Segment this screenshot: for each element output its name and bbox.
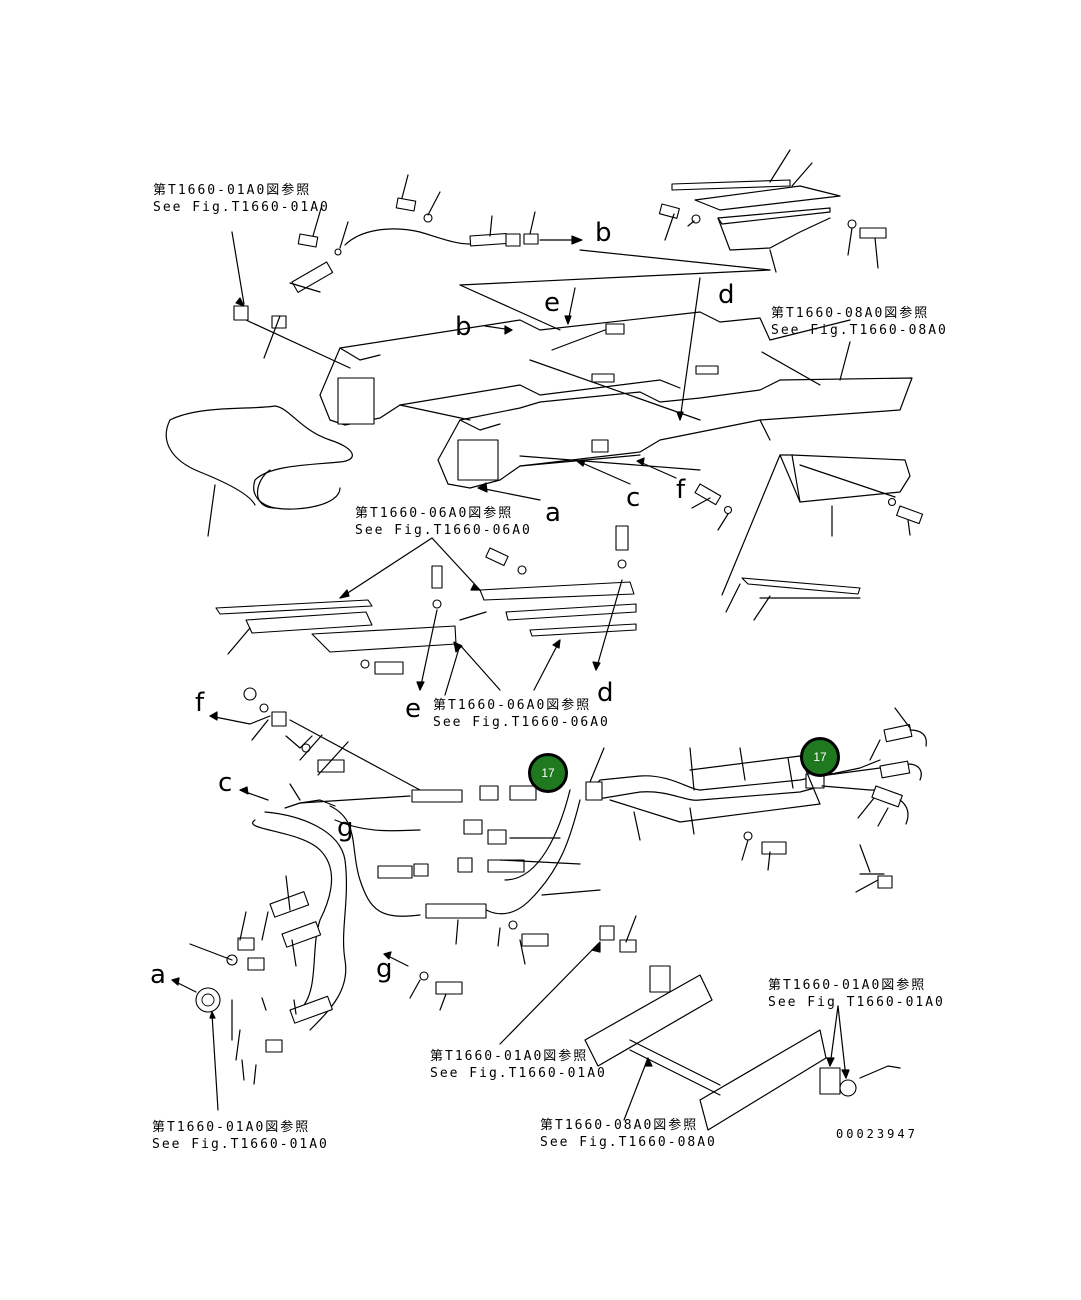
connection-letter-e: e (544, 288, 560, 318)
reference-jp: 第T1660-08A0図参照 (771, 306, 930, 321)
item-17-callout[interactable]: 17 (800, 737, 840, 777)
reference-en: See Fig.T1660-06A0 (355, 523, 532, 538)
reference-jp: 第T1660-01A0図参照 (152, 1120, 311, 1135)
connection-letter-f: f (676, 475, 686, 505)
connection-letter-g: g (337, 813, 354, 843)
figure-reference-1: 第T1660-01A0図参照 See Fig.T1660-01A0 (153, 182, 330, 216)
connection-letter-c: c (626, 483, 641, 513)
sleeved-hose (585, 707, 927, 893)
connection-letter-c: c (218, 768, 233, 798)
connection-letter-b: b (455, 312, 472, 342)
top-right-covers (658, 149, 887, 273)
connection-letter-a: a (150, 960, 166, 990)
belt-mat (165, 405, 353, 537)
figure-reference-3: 第T1660-06A0図参照 See Fig.T1660-06A0 (355, 505, 532, 539)
lower-hose-system (209, 687, 601, 1031)
figure-reference-7: 第T1660-08A0図参照 See Fig.T1660-08A0 (540, 1117, 717, 1151)
reference-jp: 第T1660-01A0図参照 (153, 183, 312, 198)
figure-reference-2: 第T1660-08A0図参照 See Fig.T1660-08A0 (771, 305, 948, 339)
reference-en: See Fig.T1660-08A0 (540, 1135, 717, 1150)
reference-jp: 第T1660-01A0図参照 (768, 978, 927, 993)
connection-letter-a: a (545, 498, 561, 528)
middle-brackets (215, 525, 637, 696)
connection-letter-e: e (405, 694, 421, 724)
figure-reference-6: 第T1660-01A0図参照 See Fig.T1660-01A0 (430, 1048, 607, 1082)
reference-jp: 第T1660-06A0図参照 (433, 698, 592, 713)
main-frame (319, 249, 913, 501)
reference-jp: 第T1660-06A0図参照 (355, 506, 514, 521)
lower-right-rail (499, 915, 901, 1131)
connection-letter-d: d (718, 280, 735, 310)
reference-en: See Fig T1660-01A0 (768, 995, 945, 1010)
lower-left-fittings (171, 875, 463, 1111)
connection-letter-f: f (195, 688, 205, 718)
reference-en: See Fig.T1660-01A0 (152, 1137, 329, 1152)
connection-letter-d: d (597, 678, 614, 708)
item-17-callout[interactable]: 17 (528, 753, 568, 793)
connection-letter-b: b (595, 218, 612, 248)
right-side-panel (691, 454, 924, 621)
reference-en: See Fig.T1660-01A0 (153, 200, 330, 215)
figure-reference-5: 第T1660-01A0図参照 See Fig T1660-01A0 (768, 977, 945, 1011)
reference-en: See Fig.T1660-01A0 (430, 1066, 607, 1081)
connection-letter-g: g (376, 954, 393, 984)
drawing-number: 00023947 (836, 1127, 918, 1141)
figure-reference-4: 第T1660-06A0図参照 See Fig.T1660-06A0 (433, 697, 610, 731)
figure-reference-8: 第T1660-01A0図参照 See Fig.T1660-01A0 (152, 1119, 329, 1153)
reference-en: See Fig.T1660-06A0 (433, 715, 610, 730)
reference-jp: 第T1660-08A0図参照 (540, 1118, 699, 1133)
reference-en: See Fig.T1660-08A0 (771, 323, 948, 338)
reference-jp: 第T1660-01A0図参照 (430, 1049, 589, 1064)
upper-hose-assembly (231, 174, 583, 369)
